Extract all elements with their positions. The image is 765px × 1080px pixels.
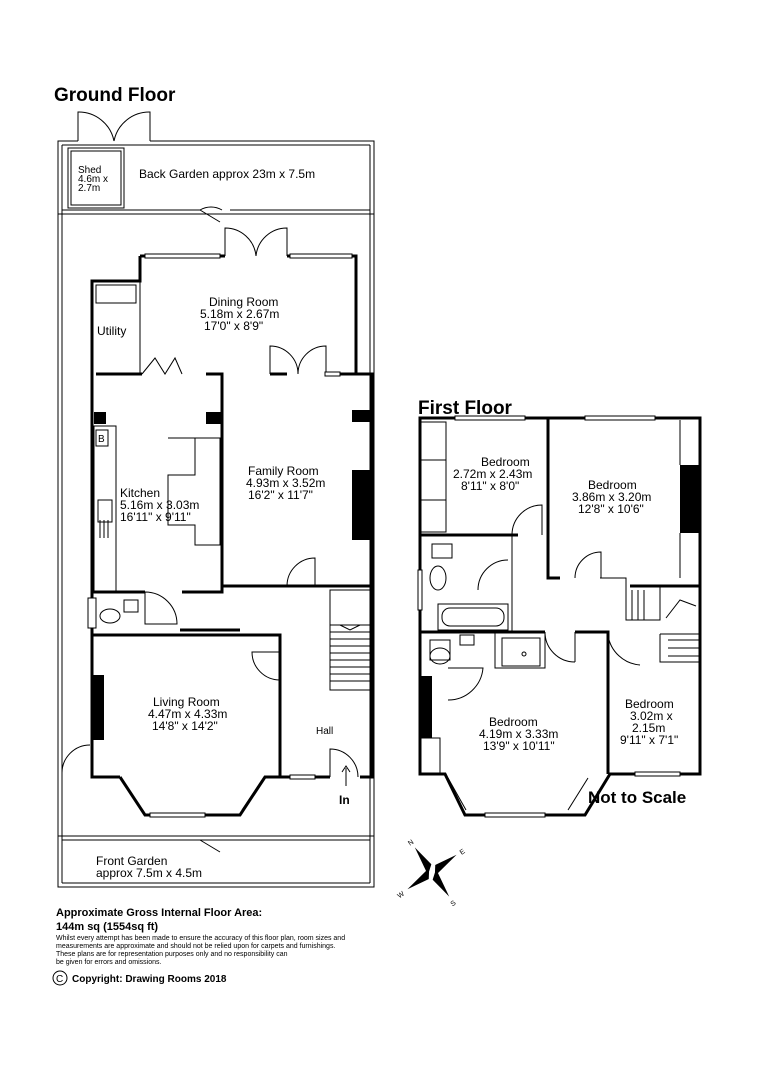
- shed-size-1: 4.6m x: [78, 174, 108, 185]
- bedroom-3-metric: 4.19m x 3.33m: [479, 727, 558, 741]
- footer: Approximate Gross Internal Floor Area: 1…: [52, 907, 345, 986]
- back-garden-door: [199, 206, 223, 223]
- disclaimer-line-1: Whilst every attempt has been made to en…: [56, 935, 345, 942]
- bedroom-4-imperial: 9'11" x 7'1": [620, 733, 678, 747]
- bedroom-3: Bedroom 4.19m x 3.33m 13'9" x 10'11": [419, 631, 589, 818]
- bedroom-2: Bedroom 3.86m x 3.20m 12'8" x 10'6": [572, 415, 700, 579]
- bedroom-3-name: Bedroom: [489, 715, 538, 729]
- bedroom-2-metric: 3.86m x 3.20m: [572, 490, 651, 504]
- family-room: Family Room 4.93m x 3.52m 16'2" x 11'7": [246, 410, 372, 587]
- copyright-symbol: C: [56, 974, 63, 985]
- entrance-label: In: [339, 793, 350, 807]
- front-garden-label: Front Garden: [96, 854, 167, 868]
- family-room-metric: 4.93m x 3.52m: [246, 476, 325, 490]
- area-value: 144m sq (1554sq ft): [56, 921, 158, 933]
- bedroom-2-name: Bedroom: [588, 478, 637, 492]
- compass-w: W: [396, 890, 406, 900]
- first-floor-stairs: [625, 586, 701, 663]
- ground-floor-wc: [87, 591, 178, 629]
- family-room-name: Family Room: [248, 464, 319, 478]
- front-garden-size: approx 7.5m x 4.5m: [96, 866, 202, 880]
- dining-room-metric: 5.18m x 2.67m: [200, 307, 279, 321]
- bedroom-3-imperial: 13'9" x 10'11": [483, 739, 555, 753]
- dining-room-imperial: 17'0" x 8'9": [204, 319, 263, 333]
- bedroom-4-name: Bedroom: [625, 697, 674, 711]
- bedroom-1-name: Bedroom: [481, 455, 530, 469]
- bedroom-1-metric: 2.72m x 2.43m: [453, 467, 532, 481]
- bathroom: [417, 543, 509, 631]
- disclaimer-line-4: be given for errors and omissions.: [56, 959, 161, 966]
- kitchen-name: Kitchen: [120, 486, 160, 500]
- bedroom-1-imperial: 8'11" x 8'0": [461, 479, 519, 493]
- compass-e: E: [459, 848, 467, 857]
- back-garden-label: Back Garden approx 23m x 7.5m: [139, 167, 315, 181]
- living-room-name: Living Room: [153, 695, 220, 709]
- first-floor-heading: First Floor: [418, 398, 513, 419]
- living-room-imperial: 14'8" x 14'2": [152, 719, 218, 733]
- ground-floor-plot: [57, 140, 375, 888]
- living-room-metric: 4.47m x 4.33m: [148, 707, 227, 721]
- ground-floor-stairs: Hall In: [251, 589, 371, 807]
- ground-floor-heading: Ground Floor: [54, 85, 176, 106]
- boiler-label: B: [98, 434, 105, 445]
- kitchen-metric: 5.16m x 3.03m: [120, 498, 199, 512]
- shed-size-2: 2.7m: [78, 183, 100, 194]
- shed-label: Shed: [78, 165, 101, 176]
- back-garden-gate: [77, 111, 151, 143]
- hall-label: Hall: [316, 726, 333, 737]
- shed: Shed 4.6m x 2.7m: [67, 147, 125, 209]
- living-room: Living Room 4.47m x 4.33m 14'8" x 14'2": [92, 675, 263, 818]
- not-to-scale-note: Not to Scale: [588, 788, 686, 807]
- dining-room-name: Dining Room: [209, 295, 278, 309]
- copyright-icon: [52, 970, 68, 986]
- utility-room: Utility: [95, 284, 183, 375]
- kitchen-imperial: 16'11" x 9'11": [120, 510, 191, 524]
- family-room-imperial: 16'2" x 11'7": [248, 488, 313, 502]
- bedroom-4-metric-1: 3.02m x: [630, 709, 673, 723]
- copyright-text: Copyright: Drawing Rooms 2018: [72, 974, 227, 985]
- front-gate: [199, 839, 236, 853]
- compass-icon: N E S W: [396, 839, 467, 909]
- bedroom-2-imperial: 12'8" x 10'6": [578, 502, 644, 516]
- bedroom-4-metric-2: 2.15m: [632, 721, 665, 735]
- compass-s: S: [450, 900, 458, 909]
- kitchen: B Kitchen 5.16m x 3.03m 16'11" x 9'11": [93, 412, 222, 593]
- first-floor-wc: [429, 634, 541, 701]
- disclaimer-line-3: These plans are for representation purpo…: [56, 951, 288, 958]
- utility-label: Utility: [97, 324, 126, 338]
- bedroom-4: Bedroom 3.02m x 2.15m 9'11" x 7'1": [607, 634, 681, 777]
- side-gate: [61, 744, 91, 774]
- dining-room-openings: [144, 227, 353, 377]
- compass-n: N: [407, 839, 415, 848]
- bedroom-1: Bedroom 2.72m x 2.43m 8'11" x 8'0": [419, 415, 543, 536]
- disclaimer-line-2: measurements are approximate and should …: [56, 943, 335, 950]
- area-title: Approximate Gross Internal Floor Area:: [56, 907, 262, 919]
